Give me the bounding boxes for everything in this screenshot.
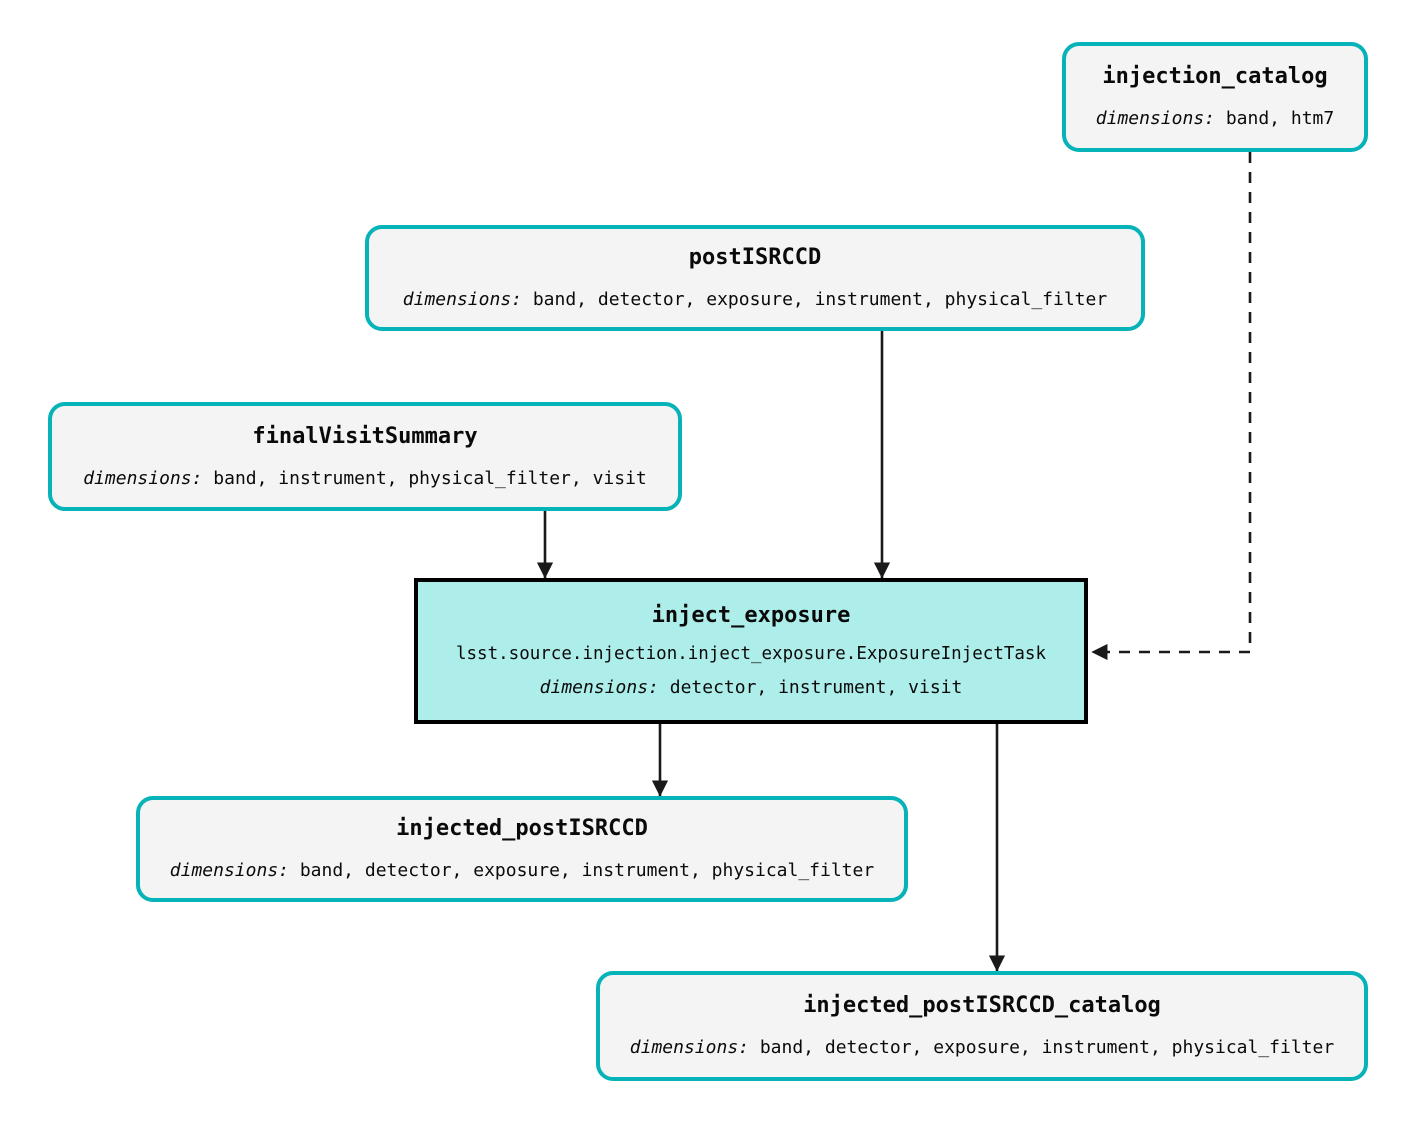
node-title: injection_catalog	[1102, 64, 1328, 89]
dimensions-values: band, htm7	[1215, 108, 1335, 130]
task-class-path: lsst.source.injection.inject_exposure.Ex…	[455, 643, 1046, 664]
dimensions-label: dimensions:	[1095, 108, 1215, 130]
node-dimensions: dimensions: band, detector, exposure, in…	[170, 861, 874, 881]
dimensions-values: band, detector, exposure, instrument, ph…	[522, 289, 1108, 311]
node-title: finalVisitSummary	[252, 423, 478, 449]
node-injection-catalog[interactable]: injection_catalog dimensions: band, htm7	[1062, 42, 1368, 152]
node-title: injected_postISRCCD_catalog	[803, 993, 1161, 1018]
node-inject-exposure-task[interactable]: inject_exposure lsst.source.injection.in…	[414, 578, 1088, 724]
dimensions-label: dimensions:	[402, 289, 522, 311]
node-postisrccd[interactable]: postISRCCD dimensions: band, detector, e…	[365, 225, 1145, 331]
node-title: postISRCCD	[688, 245, 822, 270]
node-dimensions: dimensions: band, detector, exposure, in…	[630, 1038, 1334, 1058]
node-dimensions: dimensions: band, detector, exposure, in…	[403, 290, 1107, 310]
dimensions-label: dimensions:	[539, 676, 659, 698]
node-title: inject_exposure	[651, 603, 851, 629]
dimensions-label: dimensions:	[169, 860, 289, 882]
node-dimensions: dimensions: band, htm7	[1096, 109, 1334, 129]
dimensions-values: detector, instrument, visit	[658, 676, 963, 698]
dimensions-label: dimensions:	[83, 467, 203, 489]
dimensions-label: dimensions:	[629, 1037, 749, 1059]
node-injected-postisrccd-catalog[interactable]: injected_postISRCCD_catalog dimensions: …	[596, 971, 1368, 1081]
node-dimensions: dimensions: band, instrument, physical_f…	[83, 467, 647, 489]
node-injected-postisrccd[interactable]: injected_postISRCCD dimensions: band, de…	[136, 796, 908, 902]
dimensions-values: band, instrument, physical_filter, visit	[202, 467, 647, 489]
dimensions-values: band, detector, exposure, instrument, ph…	[289, 860, 875, 882]
node-dimensions: dimensions: detector, instrument, visit	[539, 676, 963, 698]
dimensions-values: band, detector, exposure, instrument, ph…	[749, 1037, 1335, 1059]
node-finalvisitsummary[interactable]: finalVisitSummary dimensions: band, inst…	[48, 402, 682, 511]
node-title: injected_postISRCCD	[396, 816, 648, 841]
